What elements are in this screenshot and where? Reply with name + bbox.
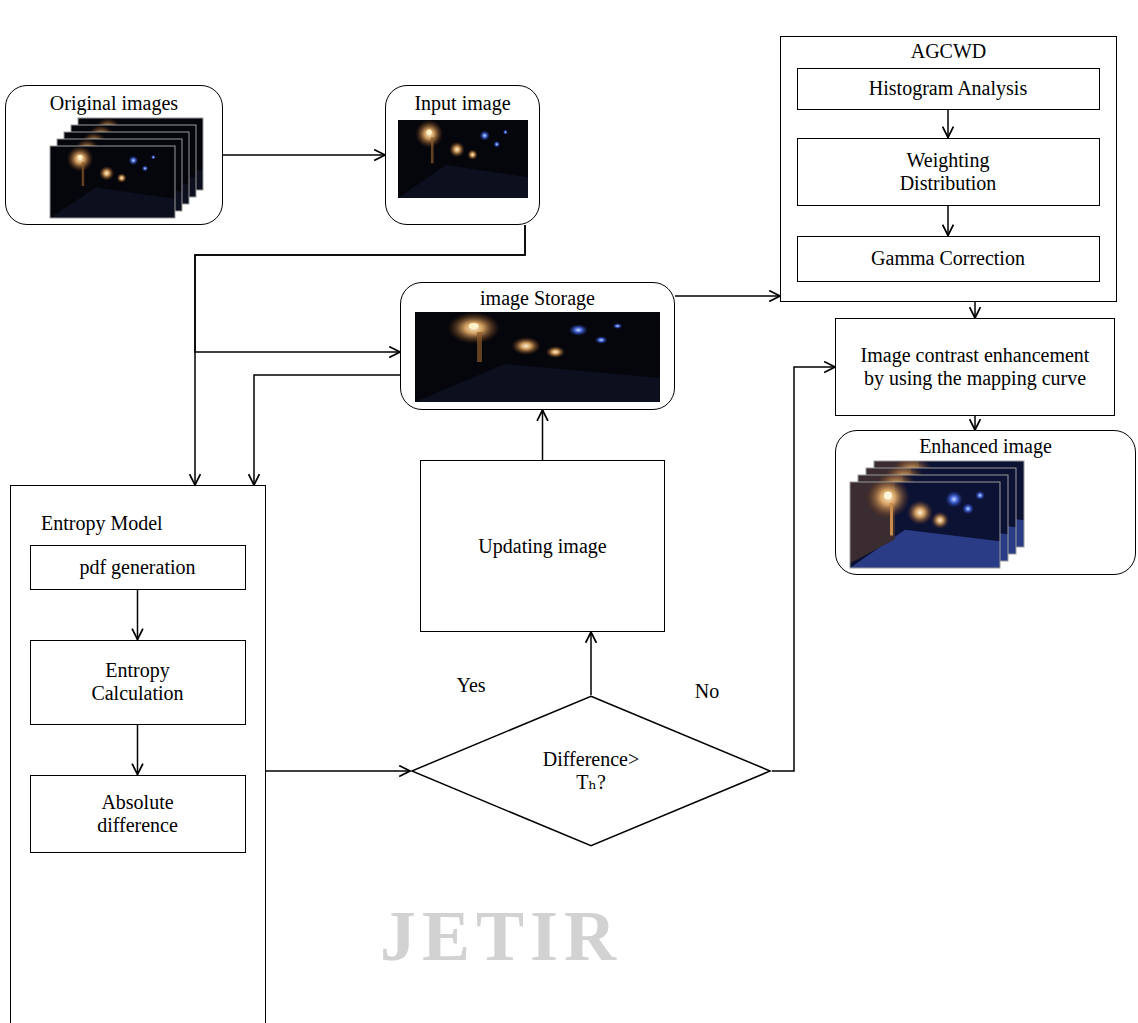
frame-thumbnail	[850, 476, 1000, 568]
box-heading: AGCWD	[911, 40, 987, 63]
flow-arrow	[947, 206, 949, 236]
box-label: Absolute difference	[78, 791, 198, 837]
original-image-stack	[50, 118, 203, 218]
flow-arrow	[590, 632, 592, 695]
process-box: Weighting Distribution	[797, 138, 1100, 206]
watermark: JETIR	[380, 900, 622, 972]
box-heading: Input image	[414, 92, 510, 115]
box-heading: Entropy Model	[41, 512, 163, 535]
decision-diamond: Difference> Tₕ?	[410, 695, 772, 847]
frame-border	[50, 146, 175, 218]
process-box: Histogram AnalysisWeighting Distribution…	[780, 36, 1117, 302]
box-label: Updating image	[478, 535, 606, 558]
box-label: pdf generation	[79, 556, 195, 579]
flow-arrow	[266, 770, 410, 772]
flow-arrow	[974, 416, 976, 430]
frame-border	[850, 482, 1000, 568]
image-panel: Input image	[385, 85, 540, 225]
flow-arrow	[675, 295, 780, 297]
flow-arrow	[195, 225, 525, 485]
frame-thumbnail	[50, 146, 175, 218]
box-label: Entropy Calculation	[78, 659, 198, 705]
process-box: Updating image	[420, 460, 665, 632]
flow-arrow	[137, 590, 139, 640]
box-label: Difference> Tₕ?	[531, 748, 651, 794]
process-box: pdf generationEntropy CalculationAbsolut…	[10, 485, 266, 1023]
box-label: Image contrast enhancement by using the …	[850, 344, 1100, 390]
box-heading: image Storage	[480, 287, 595, 310]
input-image-thumbnail	[398, 120, 528, 198]
box-label: Weighting Distribution	[868, 149, 1028, 195]
process-box: Gamma Correction	[797, 236, 1100, 282]
box-heading: Original images	[50, 92, 178, 115]
flow-arrow	[137, 725, 139, 775]
flow-arrow	[195, 225, 525, 352]
flow-arrow	[254, 375, 400, 485]
process-box: Image contrast enhancement by using the …	[835, 318, 1115, 416]
process-box: Absolute difference	[30, 775, 246, 853]
box-label: Gamma Correction	[871, 247, 1025, 270]
process-box: Entropy Calculation	[30, 640, 246, 725]
flow-arrow	[542, 410, 544, 460]
flow-arrow	[223, 154, 385, 156]
image-panel: Enhanced image	[835, 430, 1136, 575]
branch-label: Yes	[453, 674, 488, 697]
box-heading: Enhanced image	[919, 435, 1052, 458]
enhanced-image-stack	[850, 455, 1024, 568]
diamond-outline-shape	[412, 696, 770, 846]
flow-arrow	[947, 110, 949, 138]
process-box: Histogram Analysis	[797, 68, 1100, 110]
box-label: Histogram Analysis	[869, 77, 1027, 100]
process-box: pdf generation	[30, 545, 246, 590]
image-panel: image Storage	[400, 282, 675, 410]
image-panel: Original images	[5, 85, 223, 225]
stored-image-thumbnail	[415, 312, 660, 402]
branch-label: No	[692, 680, 722, 703]
flow-arrow	[974, 302, 976, 318]
flow-arrow	[772, 367, 835, 771]
